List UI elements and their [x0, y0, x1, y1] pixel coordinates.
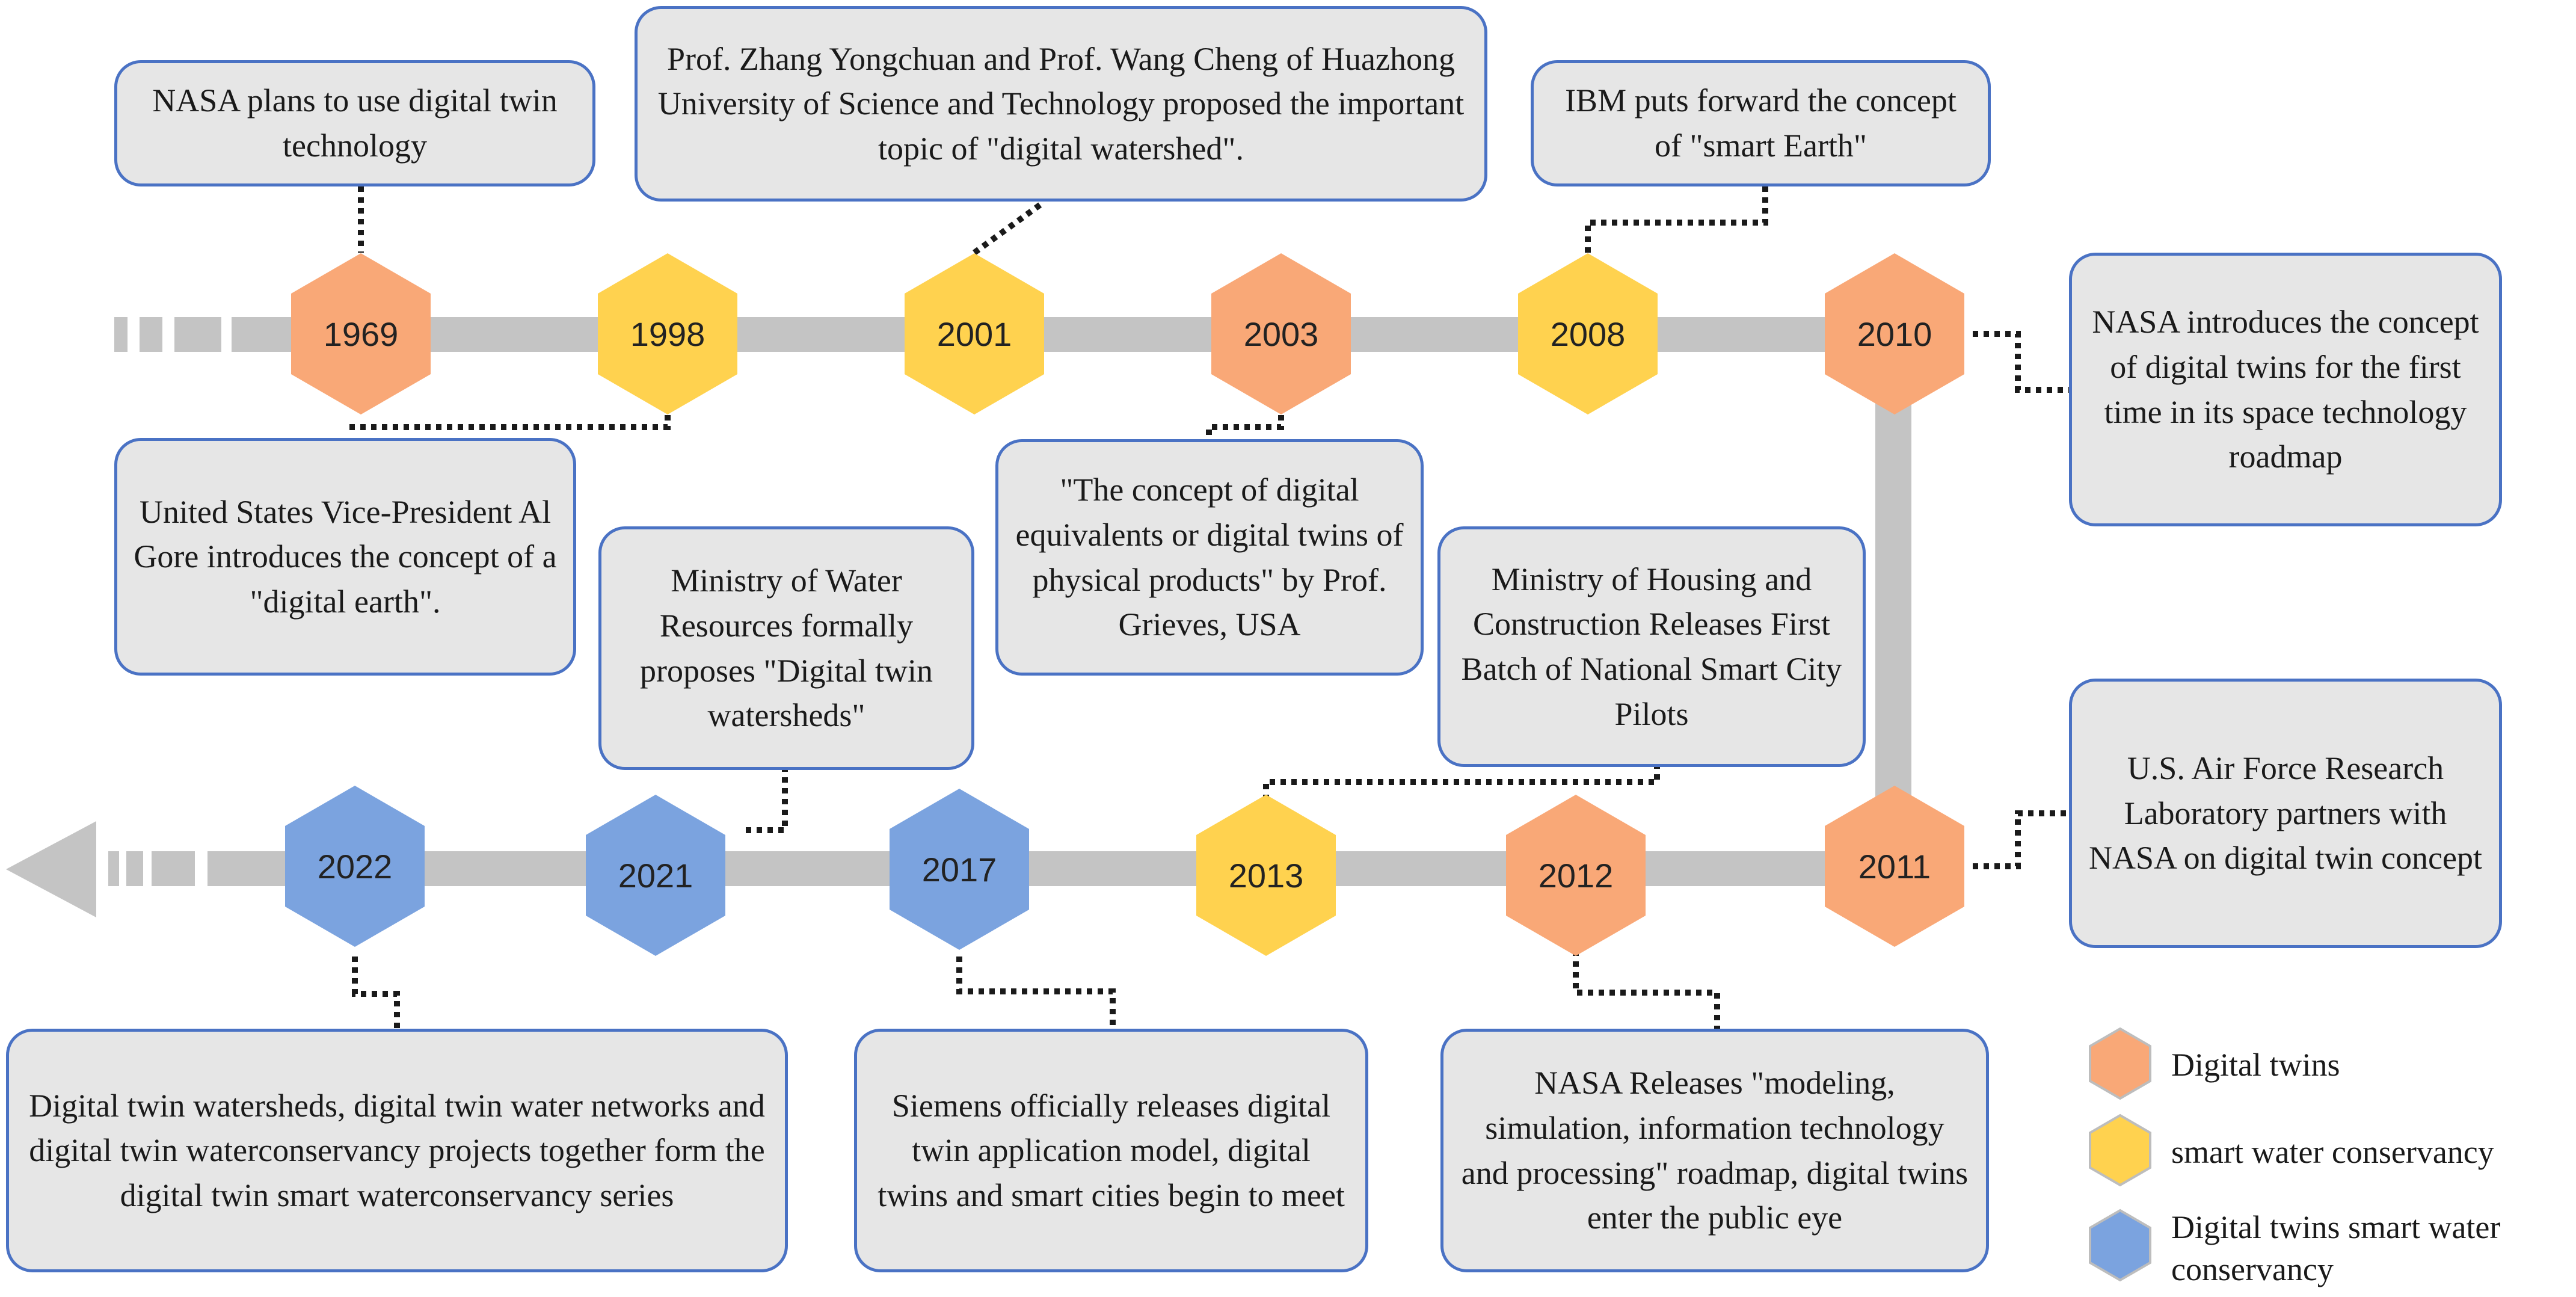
legend-label-digital-twins: Digital twins: [2171, 1047, 2340, 1083]
track-dash-2: [140, 317, 162, 352]
event-text-2021: Ministry of Water Resources formally pro…: [639, 562, 933, 734]
milestone-hexagon-2022: [285, 786, 425, 947]
event-text-2022: Digital twin watersheds, digital twin wa…: [29, 1087, 765, 1213]
connector-2008: [1585, 186, 1768, 253]
legend-label-smart-water: smart water conservancy: [2171, 1134, 2494, 1170]
event-text-2013: Ministry of Housing and Construction Rel…: [1461, 561, 1842, 732]
milestone-year-1998: 1998: [630, 315, 705, 353]
event-text-1998: United States Vice-President Al Gore int…: [134, 493, 557, 620]
event-box-2013: Ministry of Housing and Construction Rel…: [1437, 526, 1866, 767]
milestone-year-2003: 2003: [1244, 315, 1319, 353]
event-box-2003: "The concept of digital equivalents or d…: [995, 439, 1424, 676]
track-dash-4: [152, 851, 195, 886]
milestone-hexagon-2012: [1506, 795, 1646, 956]
milestone-year-2021: 2021: [618, 857, 693, 895]
event-box-1969: NASA plans to use digital twin technolog…: [114, 60, 595, 186]
milestone-hexagon-2003: [1211, 253, 1351, 414]
connector-2013: [1263, 767, 1660, 800]
connector-2001: [973, 202, 1042, 256]
track-dash-3: [174, 317, 221, 352]
track-dash-5: [126, 851, 143, 886]
milestone-year-2022: 2022: [318, 848, 393, 886]
connector-2012: [1573, 950, 1720, 1029]
event-box-2010: NASA introduces the concept of digital t…: [2069, 253, 2502, 526]
event-text-2003: "The concept of digital equivalents or d…: [1015, 472, 1404, 643]
milestone-hexagon-2001: [905, 253, 1044, 414]
milestone-hexagons: 1969 1998 2001 2003 2008 2010 2011 2012 2013 2017…: [285, 253, 1964, 956]
event-text-2010: NASA introduces the concept of digital t…: [2092, 304, 2479, 475]
connector-1998: [349, 415, 671, 430]
milestone-year-2013: 2013: [1229, 857, 1304, 895]
event-box-2021: Ministry of Water Resources formally pro…: [598, 526, 974, 770]
connector-2017: [956, 957, 1116, 1029]
legend-swatches: [2089, 1027, 2151, 1282]
milestone-hexagon-2010: [1825, 253, 1964, 414]
legend-swatch-smart-water: [2089, 1114, 2151, 1187]
milestone-year-2012: 2012: [1539, 857, 1614, 895]
event-box-2008: IBM puts forward the concept of "smart E…: [1531, 60, 1991, 186]
milestone-hexagon-2011: [1825, 786, 1964, 947]
milestone-year-1969: 1969: [324, 315, 399, 353]
track-vertical: [1875, 352, 1911, 863]
legend-label-dt-smart-water: Digital twins smart water conservancy: [2171, 1209, 2501, 1288]
connector-2022: [352, 957, 400, 1029]
event-box-2017: Siemens officially releases digital twin…: [854, 1029, 1368, 1272]
event-text-2012: NASA Releases "modeling, simulation, inf…: [1461, 1065, 1969, 1236]
milestone-hexagon-2013: [1196, 795, 1336, 956]
milestone-year-2017: 2017: [922, 851, 997, 889]
event-box-2012: NASA Releases "modeling, simulation, inf…: [1440, 1029, 1989, 1272]
event-text-2008: IBM puts forward the concept of "smart E…: [1565, 82, 1957, 164]
milestone-hexagon-2021: [586, 795, 725, 956]
timeline-arrow-head: [6, 821, 96, 917]
connector-2010: [1973, 331, 2069, 393]
milestone-year-2008: 2008: [1551, 315, 1626, 353]
event-box-1998: United States Vice-President Al Gore int…: [114, 438, 576, 676]
milestone-year-2010: 2010: [1857, 315, 1932, 353]
track-dash-1: [114, 317, 128, 352]
event-box-2022: Digital twin watersheds, digital twin wa…: [6, 1029, 788, 1272]
track-dash-6: [108, 851, 119, 886]
connector-2011: [1973, 810, 2069, 869]
event-text-2011: U.S. Air Force Research Laboratory partn…: [2089, 750, 2482, 876]
event-text-2017: Siemens officially releases digital twin…: [878, 1087, 1345, 1213]
connector-2003: [1206, 415, 1284, 439]
legend-swatch-digital-twins: [2089, 1027, 2151, 1100]
milestone-hexagon-1969: [291, 253, 431, 414]
event-text-1969: NASA plans to use digital twin technolog…: [152, 82, 558, 164]
event-box-2011: U.S. Air Force Research Laboratory partn…: [2069, 679, 2502, 948]
milestone-year-2001: 2001: [937, 315, 1012, 353]
milestone-year-2011: 2011: [1858, 848, 1931, 886]
event-text-2001: Prof. Zhang Yongchuan and Prof. Wang Che…: [657, 40, 1465, 167]
connector-2021: [746, 770, 788, 833]
milestone-hexagon-2017: [890, 789, 1029, 950]
legend-swatch-dt-smart-water: [2089, 1209, 2151, 1282]
milestone-hexagon-2008: [1518, 253, 1658, 414]
event-box-2001: Prof. Zhang Yongchuan and Prof. Wang Che…: [635, 6, 1487, 202]
milestone-hexagon-1998: [598, 253, 737, 414]
